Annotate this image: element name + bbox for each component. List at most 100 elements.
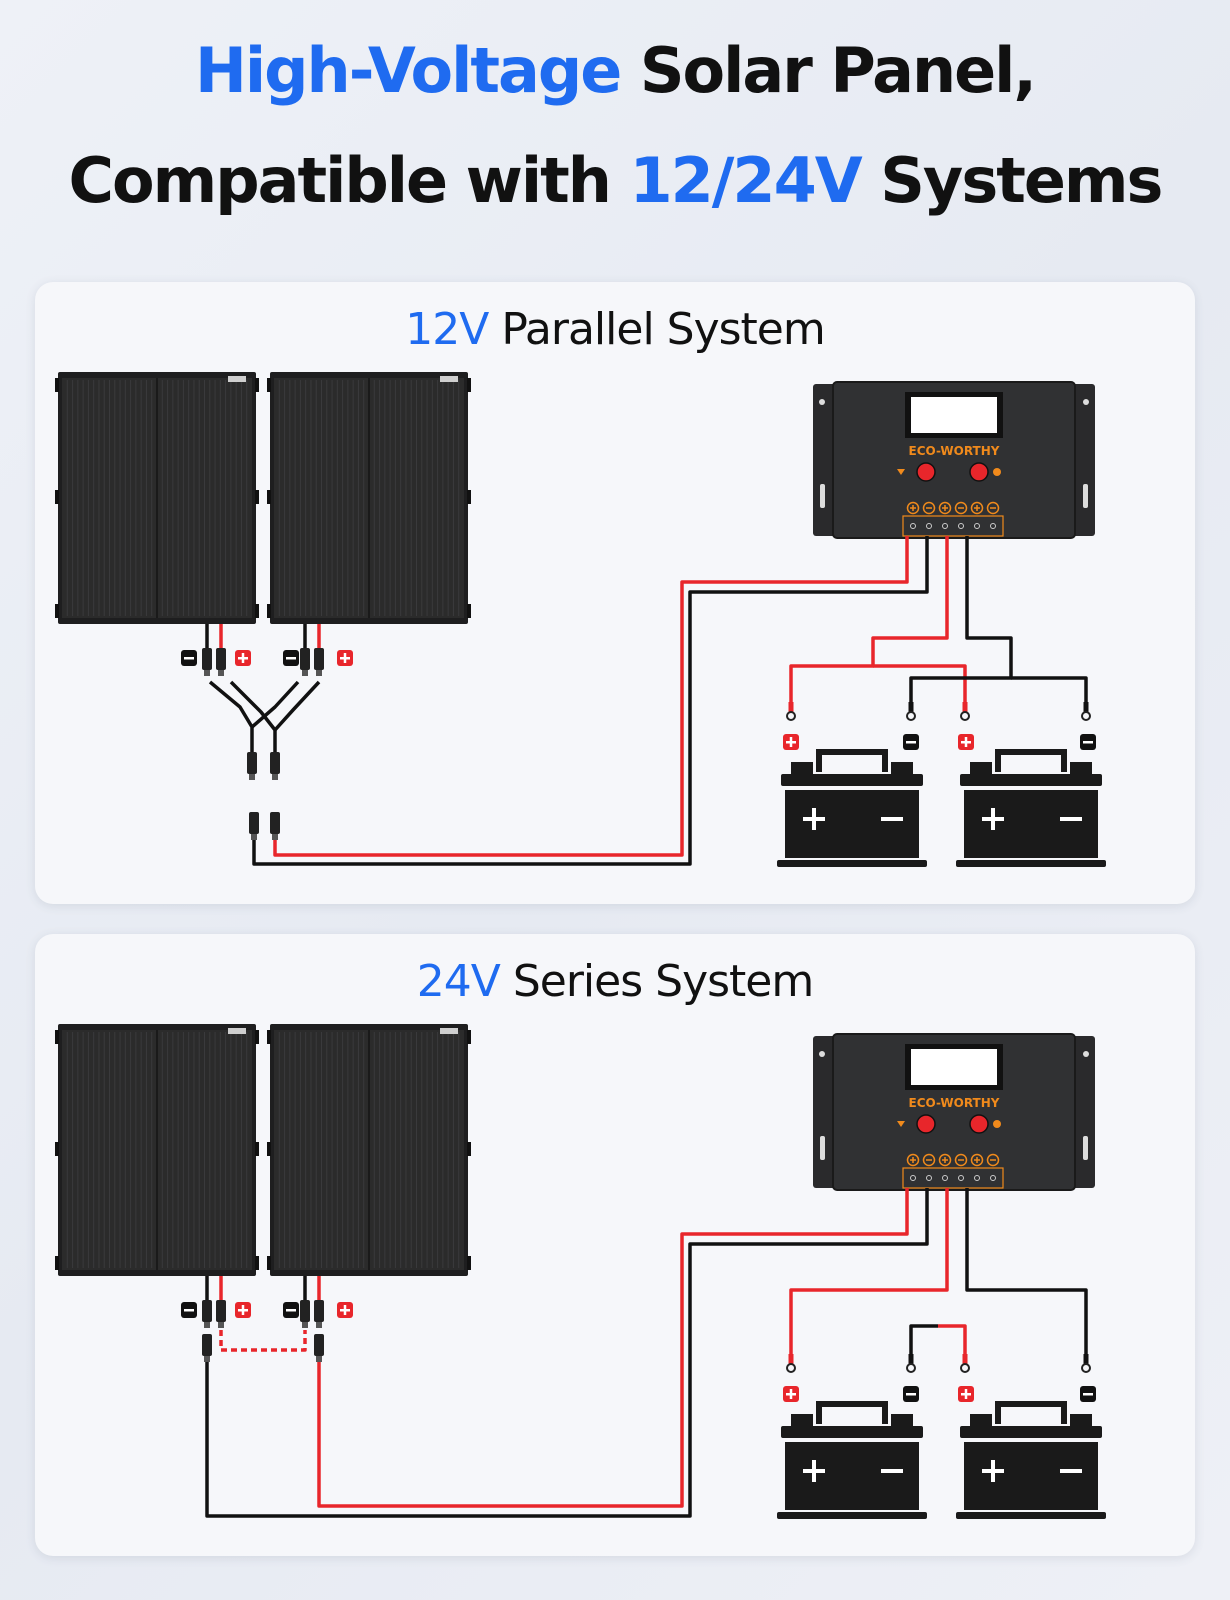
battery-handle <box>816 1401 888 1424</box>
panel2-pos-connector <box>314 1300 324 1328</box>
y-branch-neg-b <box>250 680 300 729</box>
panel-label-sticker <box>440 1028 458 1034</box>
panel-label-sticker <box>440 376 458 382</box>
battery-positive-main <box>789 536 949 708</box>
panel1-plus-icon <box>235 1302 251 1318</box>
battery-positive-branch <box>873 664 967 708</box>
y-branch-pos-a <box>229 680 277 752</box>
y-branch-neg-a <box>208 680 254 752</box>
pv-negative-cable <box>252 536 929 866</box>
panel1-minus-icon <box>181 1302 197 1318</box>
headline-accent-1: High-Voltage <box>195 34 622 107</box>
charge-controller: ECO-WORTHY <box>813 381 1095 539</box>
pv-negative-cable <box>205 1188 929 1518</box>
controller-brand-label: ECO-WORTHY <box>909 1096 1000 1110</box>
controller-button-right <box>969 462 989 482</box>
panel-label-sticker <box>228 1028 246 1034</box>
parallel-title-text: Parallel System <box>488 304 825 355</box>
controller-button-left <box>916 462 936 482</box>
battery-link-neg <box>909 1324 938 1360</box>
series-system-card: 24V Series System ECO-WORTHY <box>35 934 1195 1556</box>
controller-button-left <box>916 1114 936 1134</box>
series-system-title: 24V Series System <box>35 956 1195 1007</box>
pv-positive-cable <box>317 1188 909 1508</box>
extension-pos-connector <box>270 812 280 840</box>
battery2-minus-icon <box>1080 734 1096 750</box>
panel1-neg-connector <box>202 1300 212 1328</box>
battery-minus-icon <box>881 817 903 821</box>
panel1-minus-icon <box>181 650 197 666</box>
battery2-plus-icon <box>958 734 974 750</box>
parallel-system-title: 12V Parallel System <box>35 304 1195 355</box>
series-title-text: Series System <box>499 956 814 1007</box>
panel2-neg-connector <box>300 1300 310 1328</box>
pv-positive-cable <box>273 536 909 857</box>
battery-1 <box>777 749 927 867</box>
solar-panel-1 <box>55 372 259 624</box>
y-branch-pos-output <box>270 752 280 780</box>
headline-line-1: High-Voltage Solar Panel, <box>0 40 1230 102</box>
y-branch-pos-b <box>273 680 321 732</box>
battery-negative-branch <box>1011 676 1088 708</box>
solar-panel-2 <box>267 1024 471 1276</box>
controller-button-right <box>969 1114 989 1134</box>
battery1-positive-cable <box>789 1188 949 1360</box>
battery-2 <box>956 749 1106 867</box>
headline-rest-1: Solar Panel, <box>620 34 1037 107</box>
controller-terminal-block <box>902 1167 1004 1189</box>
series-voltage-label: 24V <box>416 956 501 1007</box>
solar-panel-1 <box>55 1024 259 1276</box>
battery2-negative-cable <box>965 1188 1088 1360</box>
battery1-minus-icon <box>903 1386 919 1402</box>
y-branch-neg-output <box>247 752 257 780</box>
panel2-pos-connector <box>314 648 324 676</box>
battery2-minus-icon <box>1080 1386 1096 1402</box>
panel2-neg-connector <box>300 648 310 676</box>
headline-start-2: Compatible with <box>68 144 630 217</box>
panel1-pos-connector <box>216 648 226 676</box>
series-wiring-diagram: ECO-WORTHY <box>55 1024 1106 1519</box>
extension-neg-connector <box>249 812 259 840</box>
battery-handle <box>816 749 888 772</box>
battery1-pos-lug <box>786 702 796 721</box>
panel2-minus-icon <box>283 650 299 666</box>
panel2-minus-icon <box>283 1302 299 1318</box>
panel1-pos-connector <box>216 1300 226 1328</box>
solar-panel-2 <box>267 372 471 624</box>
series-jumper-cable <box>219 1330 307 1352</box>
headline-line-2: Compatible with 12/24V Systems <box>0 150 1230 212</box>
battery1-pos-lug <box>786 1354 796 1373</box>
battery2-pos-lug <box>960 702 970 721</box>
battery-minus-icon <box>1060 1469 1082 1473</box>
battery-minus-icon <box>881 1469 903 1473</box>
battery2-neg-lug <box>1081 1354 1091 1373</box>
charge-controller: ECO-WORTHY <box>813 1033 1095 1191</box>
battery-link-pos <box>938 1324 967 1360</box>
parallel-wiring-diagram: ECO-WORTHY <box>55 372 1106 867</box>
battery1-neg-lug <box>906 702 916 721</box>
battery-negative-main <box>909 536 1013 708</box>
battery2-pos-lug <box>960 1354 970 1373</box>
battery-minus-icon <box>1060 817 1082 821</box>
battery-1 <box>777 1401 927 1519</box>
parallel-system-card: 12V Parallel System ECO-WORTHY <box>35 282 1195 904</box>
series-pos-output-connector <box>314 1334 324 1362</box>
panel2-plus-icon <box>337 650 353 666</box>
battery1-plus-icon <box>783 1386 799 1402</box>
parallel-voltage-label: 12V <box>405 304 489 355</box>
battery1-neg-lug <box>906 1354 916 1373</box>
battery-handle <box>995 749 1067 772</box>
controller-brand-label: ECO-WORTHY <box>909 444 1000 458</box>
headline-end-2: Systems <box>860 144 1163 217</box>
panel1-neg-connector <box>202 648 212 676</box>
controller-terminal-block <box>902 515 1004 537</box>
battery-handle <box>995 1401 1067 1424</box>
battery1-minus-icon <box>903 734 919 750</box>
battery-2 <box>956 1401 1106 1519</box>
panel2-plus-icon <box>337 1302 353 1318</box>
headline-accent-2: 12/24V <box>629 144 863 217</box>
battery2-neg-lug <box>1081 702 1091 721</box>
series-neg-output-connector <box>202 1334 212 1362</box>
battery1-plus-icon <box>783 734 799 750</box>
panel1-plus-icon <box>235 650 251 666</box>
